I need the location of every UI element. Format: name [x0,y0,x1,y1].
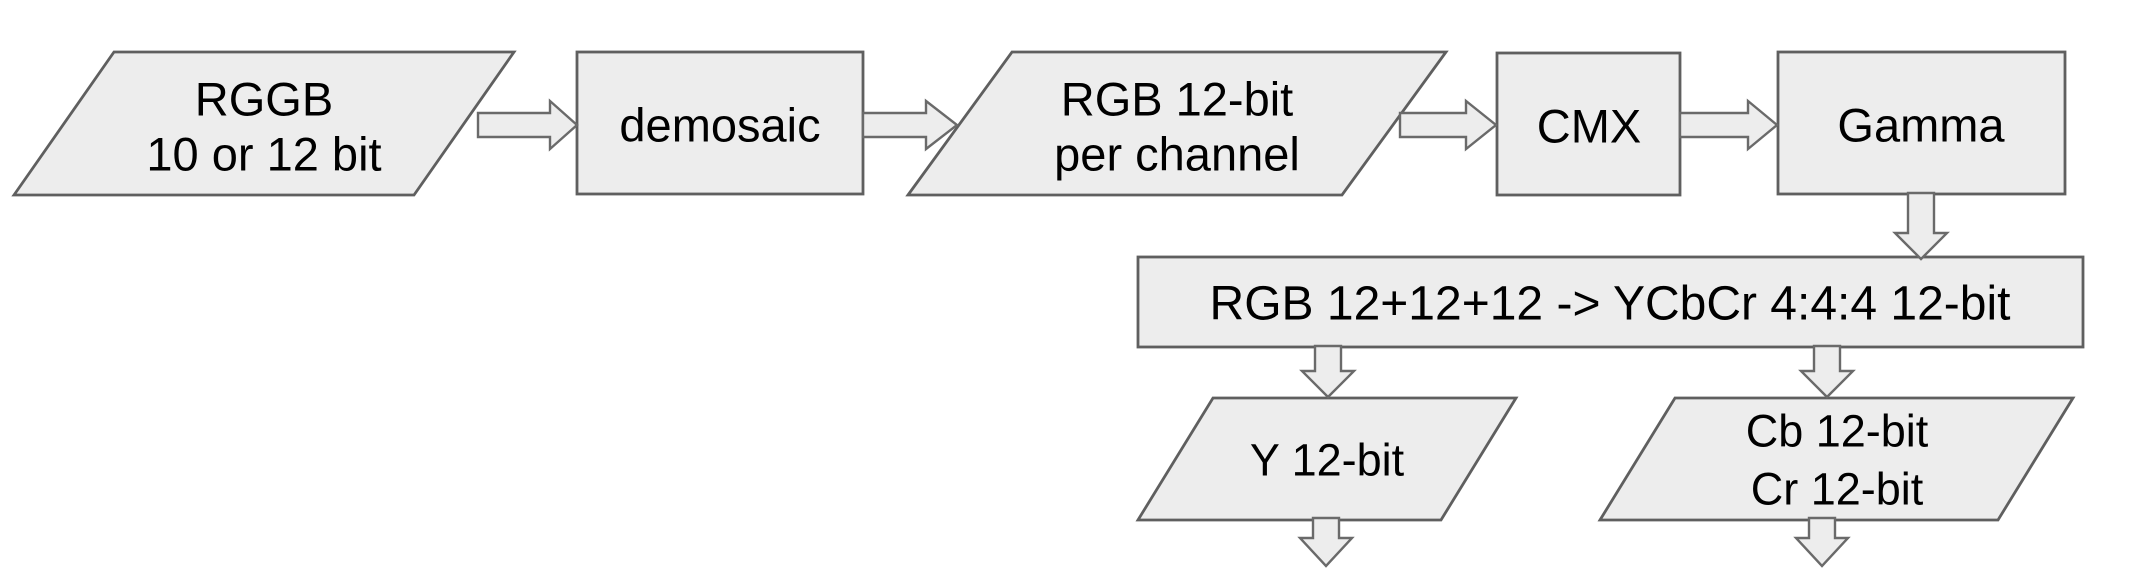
cbcr-output-parallelogram [1597,396,2076,522]
node-demosaic: demosaic [575,50,865,196]
demosaic-rect [575,50,865,196]
arrow-rggb-to-demosaic-icon [476,98,579,152]
cmx-label: CMX [1537,100,1641,153]
gamma-label: Gamma [1837,99,2005,152]
rggb-input-label-line2: 10 or 12 bit [146,128,381,181]
arrow-csc-to-cbcr-icon [1798,344,1856,399]
node-rggb-input: RGGB 10 or 12 bit [11,50,517,197]
arrow-y-output-down-icon [1297,516,1355,568]
node-rgb-12bit: RGB 12-bit per channel [905,50,1449,197]
arrow-cmx-to-gamma-icon [1678,98,1779,152]
cbcr-output-label-line1: Cb 12-bit [1746,406,1929,457]
csc-label: RGB 12+12+12 -> YCbCr 4:4:4 12-bit [1210,278,2011,331]
arrow-gamma-to-csc-icon [1892,191,1950,261]
cbcr-output-label-line2: Cr 12-bit [1751,464,1924,515]
node-gamma: Gamma [1776,50,2067,196]
node-y-output: Y 12-bit [1135,396,1519,522]
arrow-csc-to-y-icon [1299,344,1357,399]
csc-rect [1136,255,2085,349]
arrow-cbcr-output-down-icon [1793,516,1851,568]
demosaic-label: demosaic [619,99,820,152]
arrow-rgb12bit-to-cmx-icon [1398,98,1498,152]
rggb-input-parallelogram [11,50,517,197]
y-output-label: Y 12-bit [1250,435,1405,486]
rggb-input-label-line1: RGGB [195,73,333,126]
rgb-12bit-parallelogram [905,50,1449,197]
rgb-12bit-label-line2: per channel [1054,128,1300,181]
node-cmx: CMX [1495,51,1682,197]
gamma-rect [1776,50,2067,196]
rgb-12bit-label-line1: RGB 12-bit [1061,73,1293,126]
cmx-rect [1495,51,1682,197]
node-csc: RGB 12+12+12 -> YCbCr 4:4:4 12-bit [1136,255,2085,349]
node-cbcr-output: Cb 12-bit Cr 12-bit [1597,396,2076,522]
arrow-demosaic-to-rgb12bit-icon [861,98,959,152]
